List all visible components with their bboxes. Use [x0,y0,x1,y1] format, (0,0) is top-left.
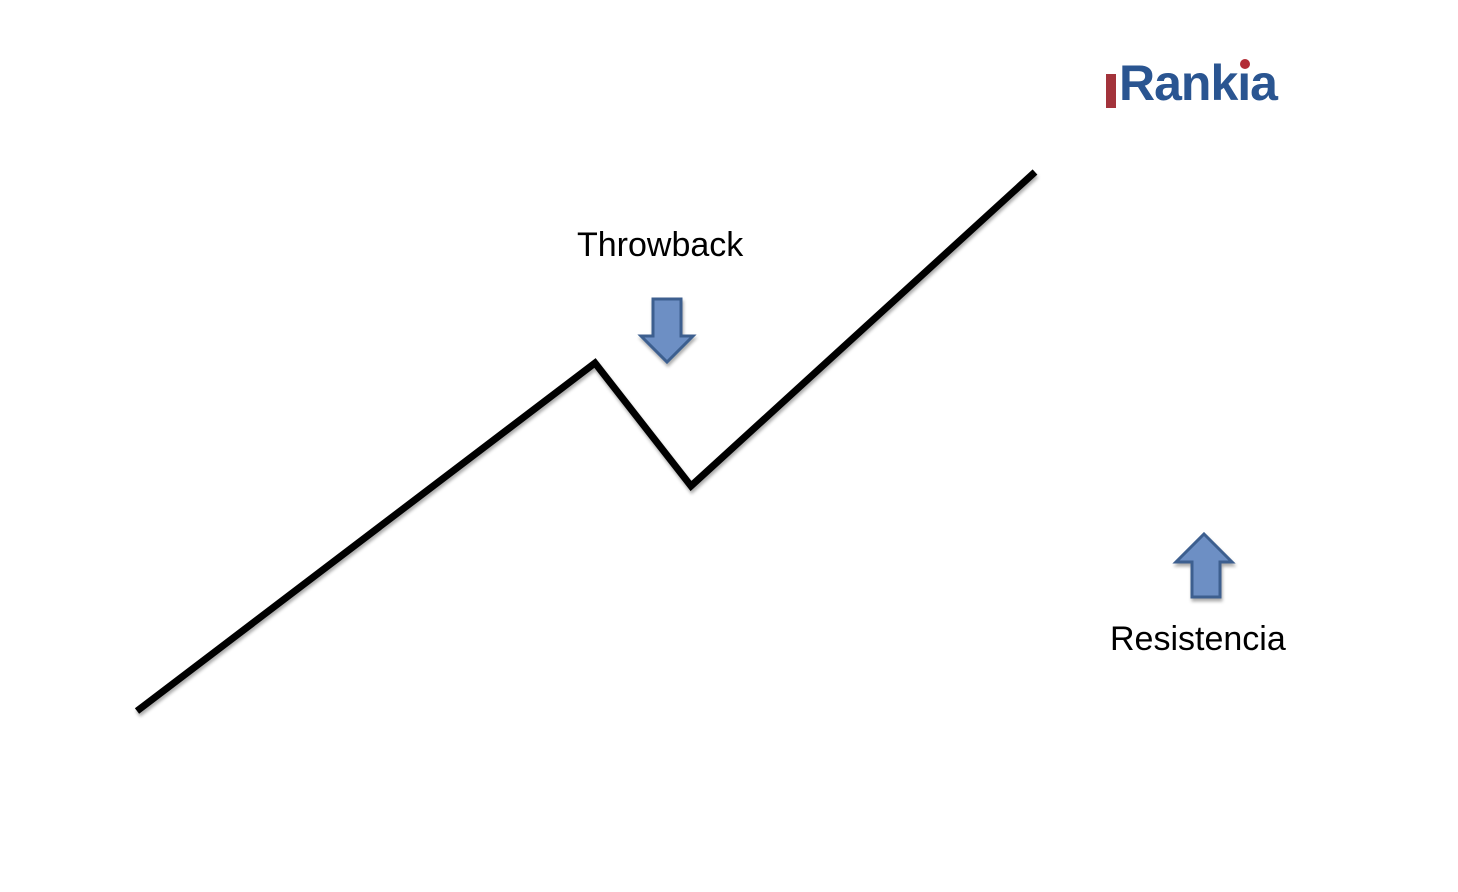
logo-text-end: a [1250,55,1278,111]
down-arrow-icon [637,297,697,365]
resistencia-label: Resistencia [1110,620,1286,658]
logo-i-dot-icon [1239,59,1250,69]
price-line [134,169,1038,714]
logo-letter-i: ı [1237,55,1251,111]
up-arrow-icon [1172,531,1236,599]
throwback-label: Throwback [577,226,744,264]
logo-text-start: Rank [1119,55,1238,111]
logo-red-bar [1106,74,1116,108]
